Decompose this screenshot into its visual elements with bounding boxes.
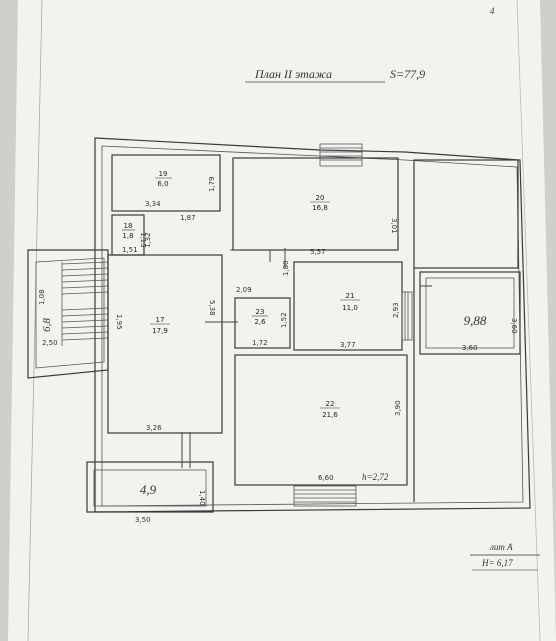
svg-text:5,38: 5,38	[208, 300, 216, 316]
room-22: 22 21,6	[234, 354, 408, 486]
svg-text:1,79: 1,79	[208, 176, 216, 192]
svg-text:16,8: 16,8	[312, 204, 328, 212]
svg-text:3,34: 3,34	[145, 200, 161, 208]
room-19: 19 6,0	[111, 154, 221, 212]
svg-text:1,52: 1,52	[280, 312, 288, 328]
svg-text:5,57: 5,57	[310, 248, 326, 256]
page-left-border	[27, 0, 43, 641]
top-stair-hatch	[319, 143, 363, 167]
svg-text:3,60: 3,60	[462, 344, 478, 352]
svg-text:2,93: 2,93	[392, 302, 400, 318]
svg-text:21: 21	[346, 292, 355, 300]
svg-text:3,26: 3,26	[146, 424, 162, 432]
stair-small-area: 6,8	[41, 318, 53, 332]
dimension-labels: 3,34 1,79 1,87 3,01 1,15 1,51 1,32 5,57 …	[38, 176, 518, 524]
svg-text:6,0: 6,0	[157, 180, 168, 188]
svg-text:19: 19	[159, 170, 168, 178]
svg-text:3,01: 3,01	[390, 218, 398, 234]
svg-text:1,15: 1,15	[139, 232, 147, 248]
room-right: 9,88	[419, 271, 521, 355]
svg-text:1,40: 1,40	[198, 490, 206, 506]
svg-text:1,72: 1,72	[252, 339, 268, 347]
svg-text:1,08: 1,08	[38, 289, 46, 305]
door-marks	[181, 248, 432, 468]
plan-area: S=77,9	[390, 67, 425, 81]
svg-text:21,6: 21,6	[322, 411, 338, 419]
svg-text:1,8: 1,8	[122, 232, 133, 240]
room-23: 23 2,6	[234, 297, 291, 349]
svg-text:11,0: 11,0	[342, 304, 358, 312]
svg-text:6,8: 6,8	[41, 318, 53, 332]
svg-text:2,09: 2,09	[236, 286, 252, 294]
svg-text:18: 18	[124, 222, 133, 230]
svg-text:лит А: лит А	[489, 542, 513, 552]
svg-text:22: 22	[326, 400, 335, 408]
svg-text:23: 23	[256, 308, 265, 316]
svg-text:3,60: 3,60	[510, 318, 518, 334]
room-20: 20 16,8	[232, 157, 399, 251]
svg-text:1,95: 1,95	[115, 314, 123, 330]
svg-text:1,51: 1,51	[122, 246, 138, 254]
page-right-border	[516, 0, 541, 641]
svg-text:17: 17	[156, 316, 165, 324]
plan-title: План II этажа	[254, 67, 332, 81]
svg-text:3,90: 3,90	[394, 400, 402, 416]
svg-text:H= 6,17: H= 6,17	[481, 558, 513, 568]
svg-text:3,77: 3,77	[340, 341, 356, 349]
svg-text:4,9: 4,9	[140, 482, 157, 497]
svg-text:2,6: 2,6	[254, 318, 266, 326]
svg-text:2,50: 2,50	[42, 339, 58, 347]
svg-text:1,87: 1,87	[180, 214, 196, 222]
room-right-upper	[413, 159, 519, 502]
balcony: 4,9	[86, 461, 214, 513]
svg-text:9,88: 9,88	[464, 313, 487, 328]
svg-text:1,80: 1,80	[282, 260, 290, 276]
room-17: 17 17,9	[107, 254, 223, 434]
svg-text:6,60: 6,60	[318, 474, 334, 482]
svg-text:20: 20	[316, 194, 325, 202]
right-door-hatch	[401, 291, 413, 341]
svg-text:17,9: 17,9	[152, 327, 168, 335]
lit-stamp: лит А H= 6,17	[470, 542, 540, 571]
page-mark: 4	[490, 6, 495, 16]
svg-text:1,32: 1,32	[144, 232, 152, 248]
ceiling-height-note: h=2,72	[362, 472, 389, 482]
svg-text:3,50: 3,50	[135, 516, 151, 524]
bottom-stair-hatch	[293, 485, 357, 507]
